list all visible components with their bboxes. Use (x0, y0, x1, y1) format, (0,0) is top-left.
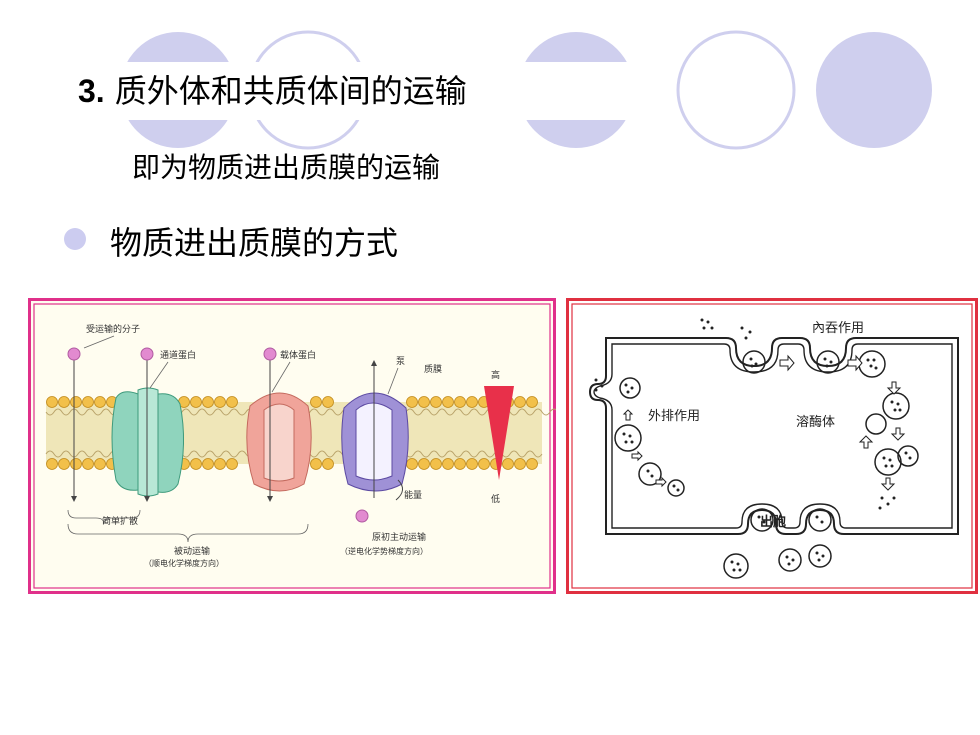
lipid-head (418, 396, 430, 408)
bullet-icon (64, 228, 86, 250)
molecule-dot-1 (67, 347, 81, 361)
lipid-head (514, 396, 526, 408)
deco-circle-outline-2 (676, 30, 796, 150)
label-passive-note: （顺电化学梯度方向） (144, 558, 224, 568)
vesicle-particles (594, 318, 912, 572)
label-low: 低 (491, 493, 500, 505)
label-lysosome: 溶酶体 (796, 414, 835, 430)
lipid-head (94, 458, 106, 470)
label-budding: 出胞 (760, 514, 786, 530)
lipid-head (454, 458, 466, 470)
brace-passive (67, 523, 309, 543)
label-active-note: （逆电化学势梯度方向） (340, 546, 428, 556)
lipid-head (454, 396, 466, 408)
slide-title: 3.质外体和共质体间的运输 (78, 66, 467, 112)
label-channel: 通道蛋白 (160, 349, 196, 361)
cell-membrane-inner (593, 343, 953, 529)
title-background (68, 62, 636, 120)
lipid-head (466, 458, 478, 470)
molecule-dot-4 (355, 509, 369, 523)
label-energy: 能量 (404, 489, 422, 501)
lipid-head (190, 458, 202, 470)
lipid-head (478, 458, 490, 470)
lipid-head (430, 396, 442, 408)
lipid-head (406, 458, 418, 470)
lipid-head (70, 458, 82, 470)
lipid-head (442, 458, 454, 470)
label-membrane: 质膜 (424, 363, 442, 375)
lipid-head (226, 396, 238, 408)
gradient-arrow (484, 386, 514, 480)
cell-membrane-outer (588, 337, 959, 535)
label-high: 高 (491, 369, 500, 381)
lipid-head (406, 396, 418, 408)
label-pump: 泵 (396, 356, 405, 367)
lipid-head (430, 458, 442, 470)
process-arrows (622, 354, 906, 491)
pump-protein (341, 392, 409, 492)
lipid-head (442, 396, 454, 408)
lipid-head (202, 396, 214, 408)
bullet-text: 物质进出质膜的方式 (110, 224, 399, 262)
lipid-head (190, 396, 202, 408)
molecule-dot-2 (140, 347, 154, 361)
lipid-head (46, 396, 58, 408)
lipid-head (526, 396, 538, 408)
label-simple-diffusion: 简单扩散 (102, 515, 138, 527)
lipid-head (310, 396, 322, 408)
lipid-head (418, 458, 430, 470)
lipid-head (82, 396, 94, 408)
label-carrier: 载体蛋白 (280, 349, 316, 361)
lipid-head (466, 396, 478, 408)
lipid-head (322, 458, 334, 470)
label-passive: 被动运输 (174, 545, 210, 557)
lipid-head (502, 458, 514, 470)
lipid-heads-bottom (46, 458, 538, 470)
lipid-head (526, 458, 538, 470)
lipid-head (514, 458, 526, 470)
brace-simple-diffusion (67, 509, 141, 525)
label-endocytosis: 內吞作用 (812, 321, 864, 336)
lipid-head (46, 458, 58, 470)
lipid-head (70, 396, 82, 408)
lipid-head (58, 458, 70, 470)
lipid-head (322, 396, 334, 408)
membrane-transport-figure: 受运输的分子 通道蛋白 载体蛋白 泵 质膜 高 低 能量 简单扩散 被动运输 （… (28, 298, 556, 594)
deco-circle-filled-3 (816, 32, 932, 148)
molecule-dot-3 (263, 347, 277, 361)
title-number: 3. (78, 73, 105, 109)
label-exocytosis: 外排作用 (648, 409, 700, 424)
lipid-head (58, 396, 70, 408)
lipid-heads-top (46, 396, 538, 408)
lipid-head (202, 458, 214, 470)
lipid-head (214, 396, 226, 408)
carrier-protein (246, 392, 312, 492)
label-molecule: 受运输的分子 (86, 323, 140, 335)
title-text: 质外体和共质体间的运输 (114, 72, 467, 110)
lipid-head (94, 396, 106, 408)
lipid-head (226, 458, 238, 470)
slide-subtitle: 即为物质进出质膜的运输 (132, 151, 441, 184)
label-active: 原初主动运输 (372, 531, 426, 543)
lipid-head (214, 458, 226, 470)
lipid-head (82, 458, 94, 470)
endocytosis-figure: 內吞作用 外排作用 溶酶体 出胞 (566, 298, 978, 594)
vesicles (614, 350, 919, 579)
channel-protein (111, 387, 185, 497)
lipid-head (310, 458, 322, 470)
